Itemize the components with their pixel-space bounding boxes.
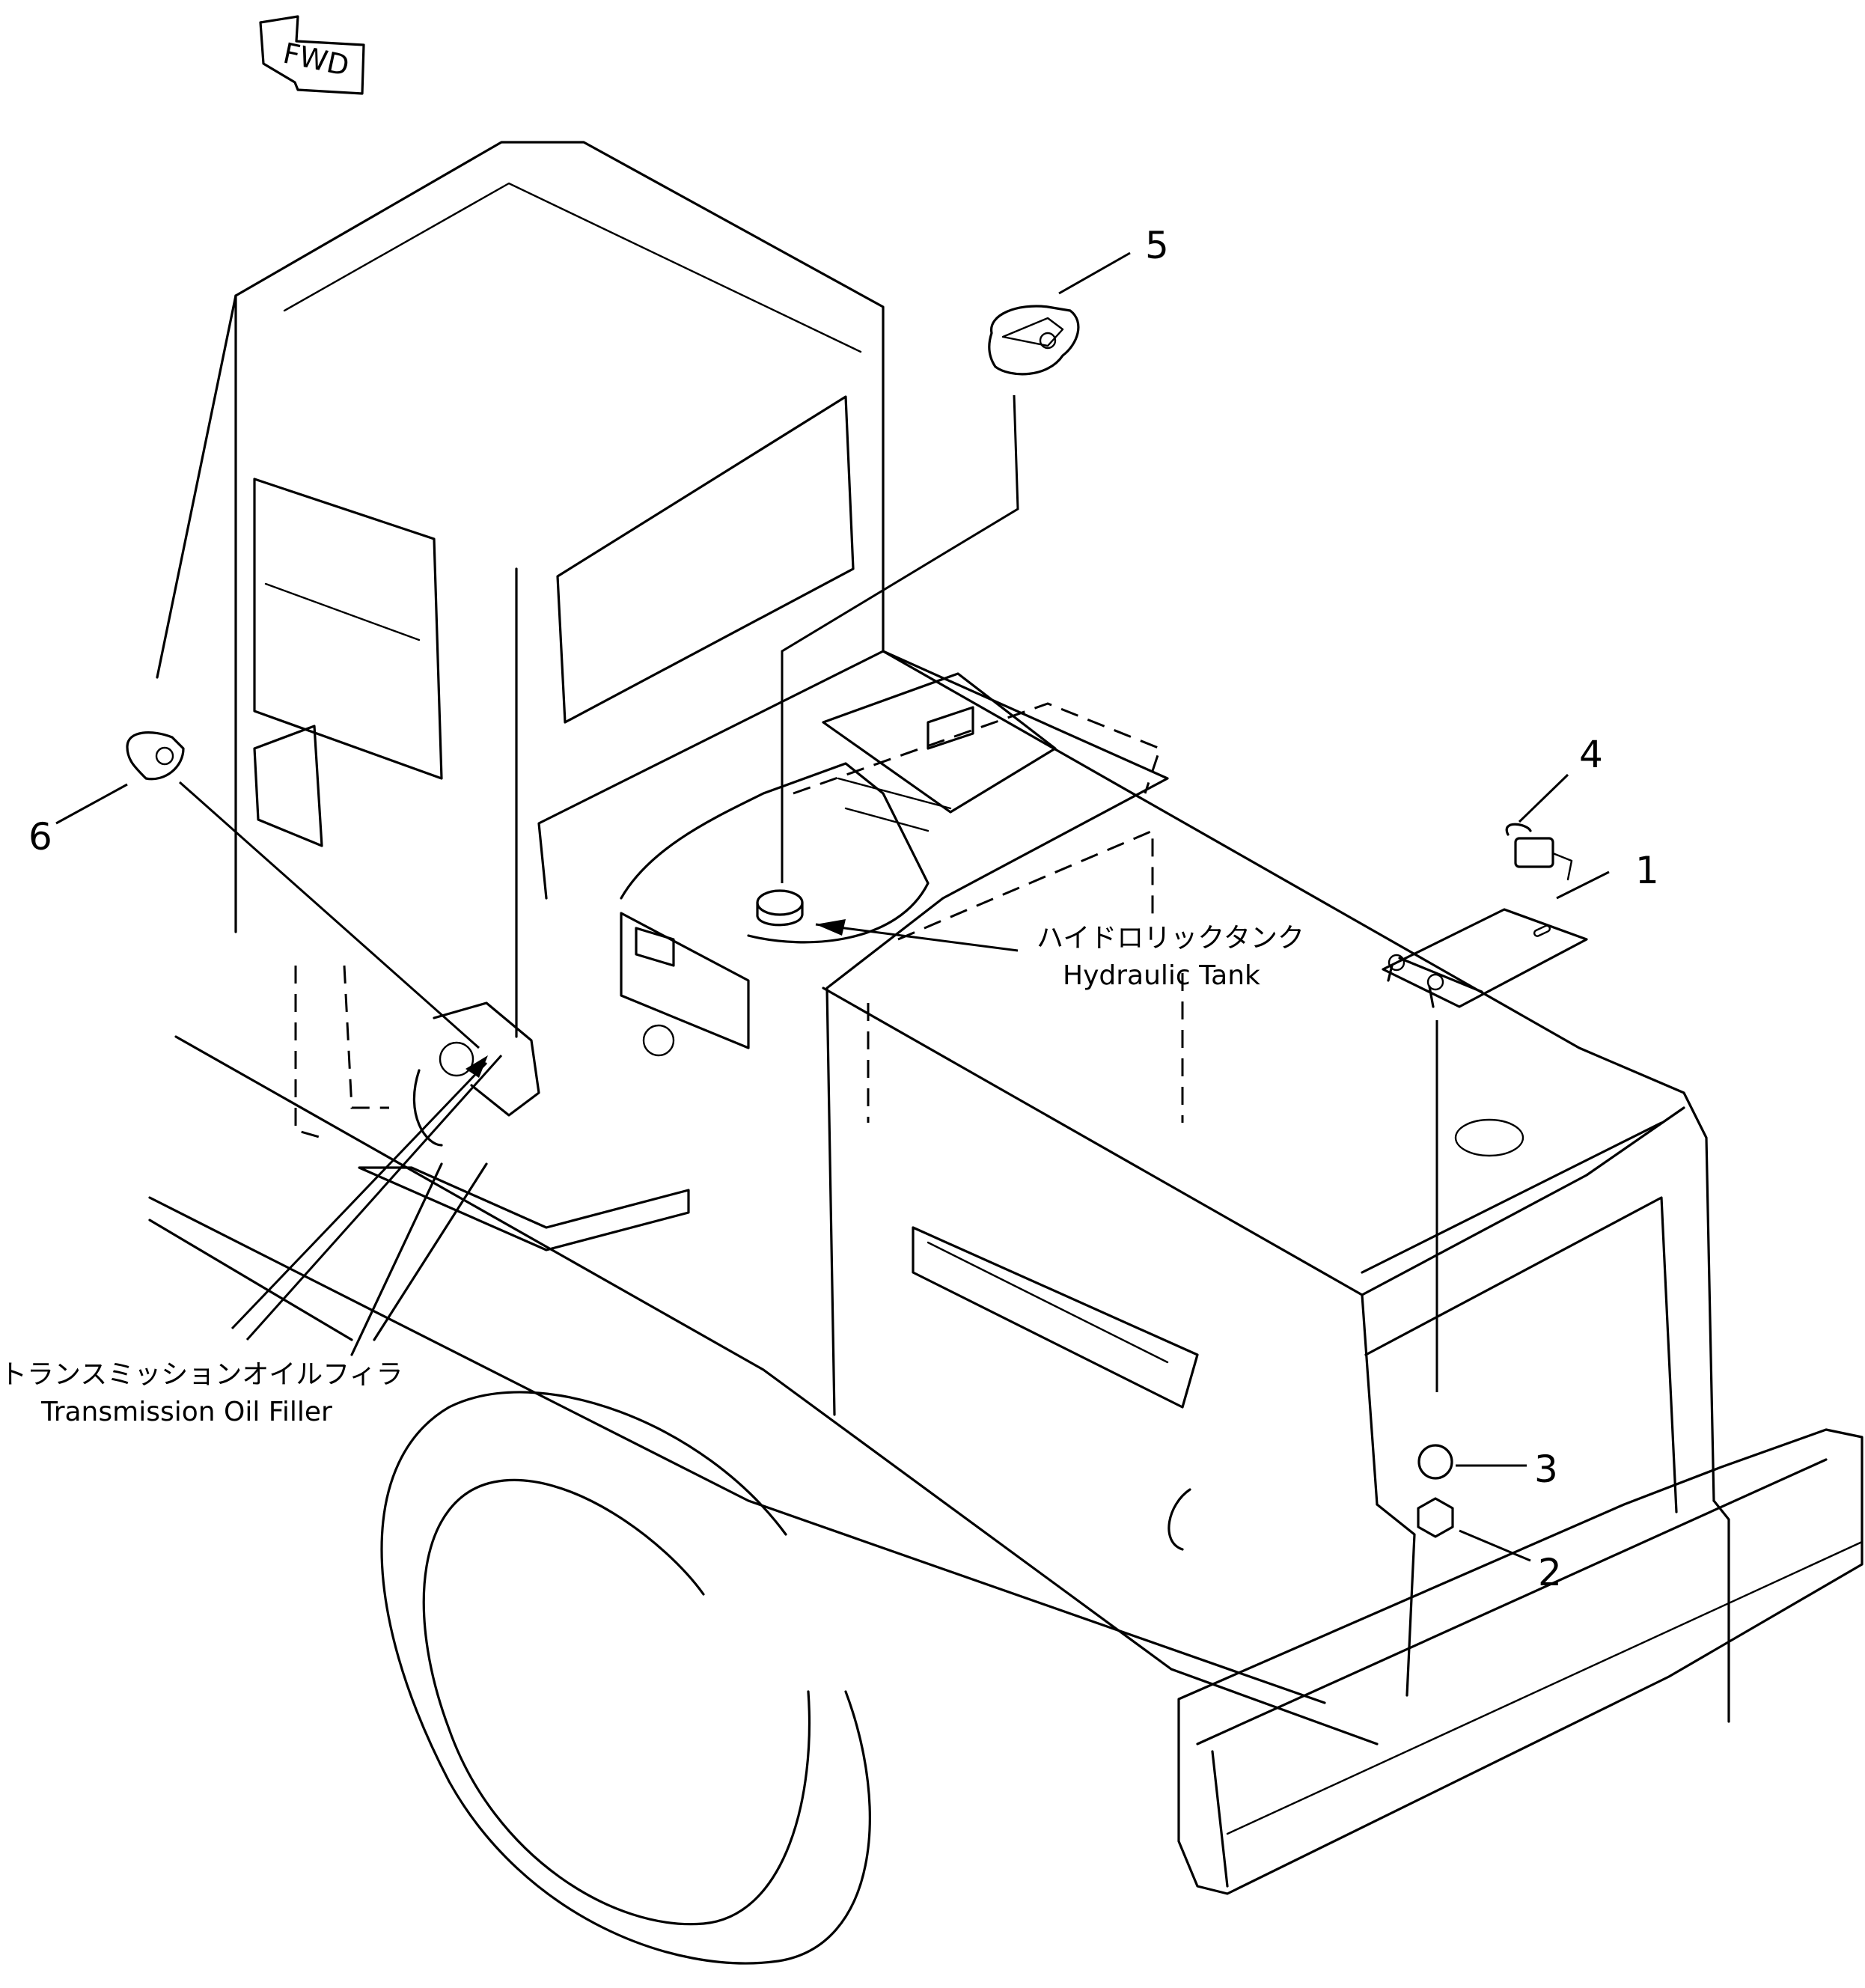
leader-lines — [55, 251, 1610, 1562]
part-5-hydraulic-tank-cap — [988, 305, 1080, 376]
front-wheel — [380, 1391, 871, 1965]
callout-4: 4 — [1579, 733, 1603, 776]
part-2-nut — [1417, 1497, 1454, 1538]
cab — [156, 141, 885, 1038]
transmission-filler-label-en: Transmission Oil Filler — [40, 1397, 332, 1427]
fwd-badge: FWD — [259, 15, 365, 95]
callout-2: 2 — [1538, 1551, 1562, 1594]
callout-3: 3 — [1534, 1448, 1558, 1491]
part-3-washer — [1417, 1444, 1453, 1480]
labels: ハイドロリックタンク Hydraulic Tank トランスミッションオイルフィ… — [0, 923, 1304, 1427]
bumper — [1177, 1428, 1864, 1895]
transmission-filler-label-jp: トランスミッションオイルフィラ — [0, 1359, 403, 1390]
hydraulic-tank-label-en: Hydraulic Tank — [1063, 960, 1260, 991]
callout-1: 1 — [1635, 849, 1659, 892]
arrowheads — [466, 919, 846, 1078]
part-4-padlock — [1505, 823, 1573, 881]
frame — [148, 965, 690, 1356]
hydraulic-filler-neck — [756, 889, 804, 927]
part-1-cover-plate — [1382, 908, 1588, 1008]
part-6-transmission-cap — [126, 731, 185, 781]
hydraulic-tank-label-jp: ハイドロリックタンク — [1037, 923, 1304, 954]
forward-arrow-icon — [259, 15, 365, 95]
callout-5: 5 — [1145, 224, 1169, 267]
callout-6: 6 — [28, 815, 52, 859]
callout-numbers: 1 2 3 4 5 6 — [28, 224, 1659, 1594]
hood — [148, 650, 1730, 1745]
transmission-filler-neck — [412, 1001, 540, 1147]
